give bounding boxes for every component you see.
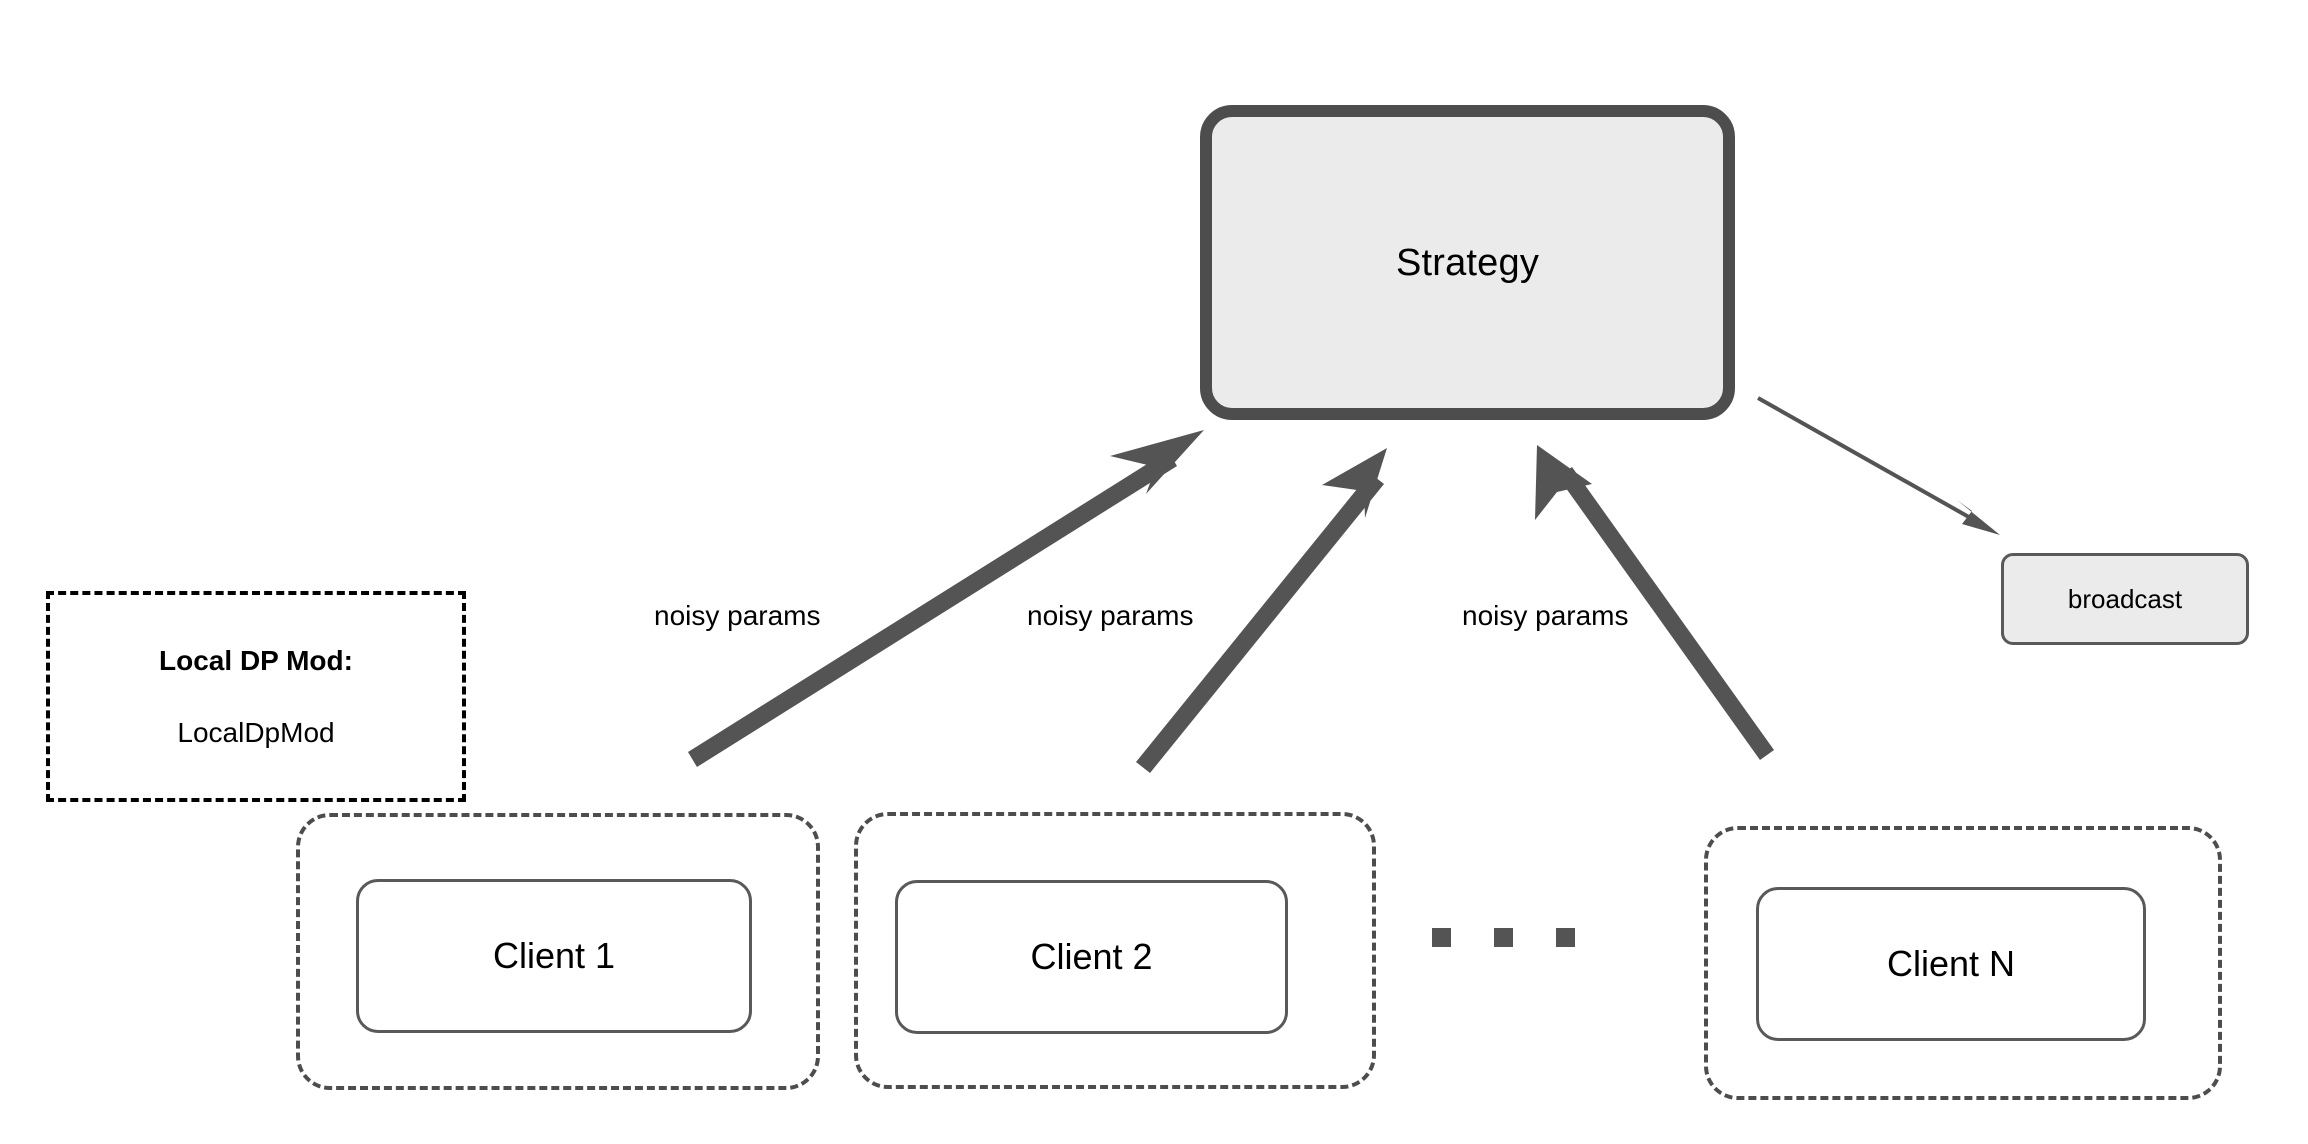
client-label-n: Client N (1886, 943, 2016, 984)
client-group-1: Client 1 (296, 813, 820, 1090)
client-node-1[interactable]: Client 1 (356, 879, 752, 1033)
strategy-node[interactable]: Strategy (1200, 105, 1735, 420)
client-label-1: Client 1 (492, 935, 616, 976)
edge-strategy-to-broadcast (1757, 396, 2000, 535)
ellipsis-group (1432, 928, 1582, 948)
local-dp-mod-value: LocalDpMod (177, 716, 335, 748)
ellipsis-dot-1 (1432, 928, 1451, 947)
strategy-label: Strategy (1395, 241, 1540, 284)
broadcast-label: broadcast (2067, 584, 2183, 614)
ellipsis-dot-3 (1556, 928, 1575, 947)
edge-client1-to-strategy (688, 430, 1204, 767)
broadcast-node[interactable]: broadcast (2001, 553, 2249, 645)
edge-label-noisy-params-1: noisy params (650, 600, 825, 632)
local-dp-mod-note: Local DP Mod: LocalDpMod (46, 591, 466, 802)
edge-label-noisy-params-3: noisy params (1458, 600, 1633, 632)
edge-label-noisy-params-2: noisy params (1023, 600, 1198, 632)
ellipsis-dot-2 (1494, 928, 1513, 947)
local-dp-mod-title: Local DP Mod: (159, 644, 353, 676)
client-group-n: Client N (1704, 826, 2222, 1100)
client-node-n[interactable]: Client N (1756, 887, 2146, 1041)
client-group-2: Client 2 (854, 812, 1376, 1089)
client-label-2: Client 2 (1030, 936, 1153, 977)
client-node-2[interactable]: Client 2 (895, 880, 1288, 1034)
